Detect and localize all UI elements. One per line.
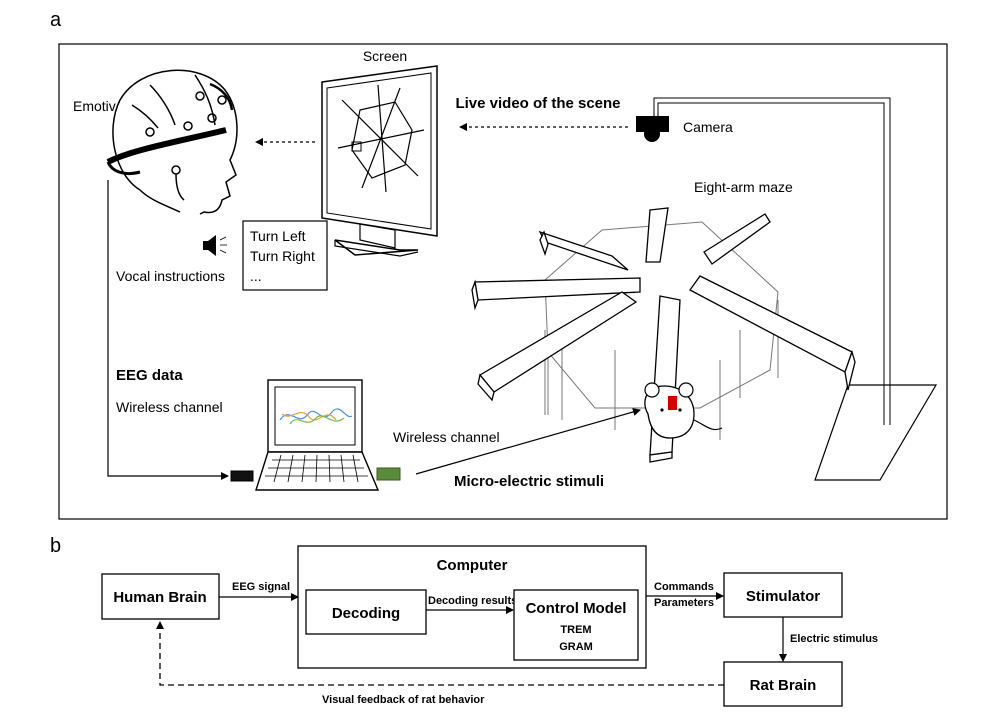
electrode-marker [668, 396, 677, 410]
screen-label: Screen [363, 48, 407, 64]
control-model-box [513, 589, 639, 661]
computer-label: Computer [437, 557, 508, 574]
decoding-box [305, 589, 427, 635]
instruction-turn-right: Turn Right [250, 248, 315, 264]
parameters-label: Parameters [654, 597, 714, 609]
decoding-results-label: Decoding results [428, 595, 517, 607]
stimulator-transmitter [376, 467, 401, 481]
laptop-illustration [255, 379, 380, 491]
eeg-trace-display [279, 408, 353, 425]
human-head-illustration [106, 69, 238, 215]
panel-b-label: b [50, 535, 61, 557]
eeg-data-arrow [107, 180, 229, 480]
stimulator-box [723, 572, 843, 618]
instruction-turn-left: Turn Left [250, 228, 306, 244]
eight-arm-maze-label: Eight-arm maze [694, 179, 793, 195]
commands-label: Commands [654, 581, 714, 593]
control-model-label: Control Model [526, 600, 627, 617]
camera-label: Camera [683, 119, 733, 135]
human-brain-box [101, 573, 220, 620]
wireless-channel-left-label: Wireless channel [116, 399, 223, 415]
electric-stimulus-label: Electric stimulus [790, 633, 878, 645]
emotiv-label: Emotiv [73, 98, 116, 114]
rat-illustration [644, 382, 723, 439]
decoding-label: Decoding [332, 605, 400, 622]
rat-brain-label: Rat Brain [750, 677, 817, 694]
stimuli-arrow [415, 408, 641, 475]
panel-a-label: a [50, 9, 62, 31]
panel-a-frame [58, 43, 948, 520]
wireless-channel-right-label: Wireless channel [393, 429, 500, 445]
vocal-instructions-label: Vocal instructions [116, 268, 225, 284]
instructions-box [242, 220, 328, 291]
stimulator-label: Stimulator [746, 588, 820, 605]
visual-feedback-label: Visual feedback of rat behavior [322, 694, 485, 706]
monitor-maze-view [337, 84, 425, 193]
camera-icon [636, 116, 669, 142]
eight-arm-maze-illustration [471, 207, 856, 463]
camera-pole [653, 97, 938, 481]
speaker-icon [203, 235, 227, 256]
rat-brain-box [723, 661, 843, 707]
human-brain-label: Human Brain [113, 589, 206, 606]
micro-electric-stimuli-label: Micro-electric stimuli [454, 473, 604, 490]
visual-feedback-arrow [156, 621, 724, 686]
instruction-ellipsis: ... [250, 268, 262, 284]
eeg-receiver-dongle [230, 470, 254, 482]
monitor-illustration [321, 65, 438, 257]
gram-label: GRAM [559, 641, 593, 653]
trem-label: TREM [560, 624, 591, 636]
eeg-data-label: EEG data [116, 367, 183, 384]
live-video-label: Live video of the scene [455, 95, 620, 112]
eeg-signal-label: EEG signal [232, 581, 290, 593]
